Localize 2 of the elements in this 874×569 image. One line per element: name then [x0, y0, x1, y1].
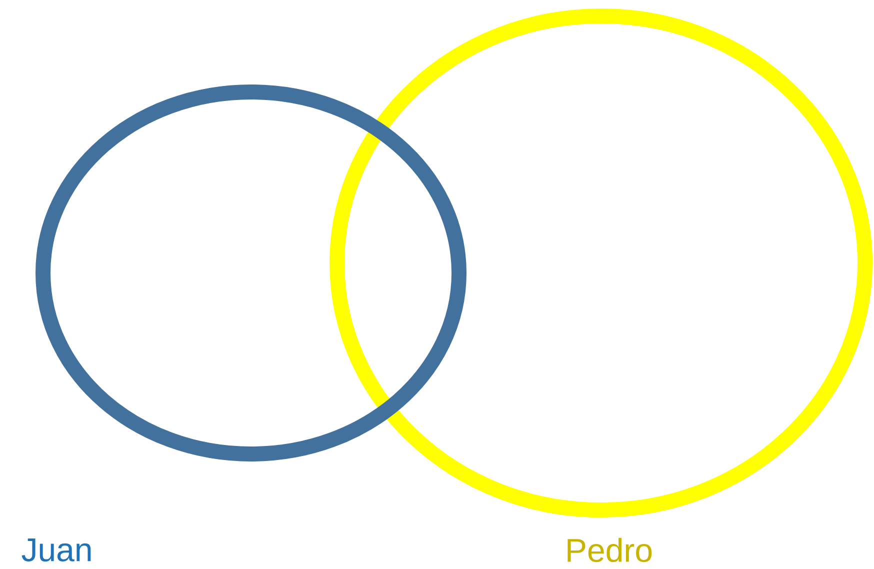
set-label: Juan	[22, 538, 91, 562]
set-label: Pedro	[568, 538, 652, 562]
